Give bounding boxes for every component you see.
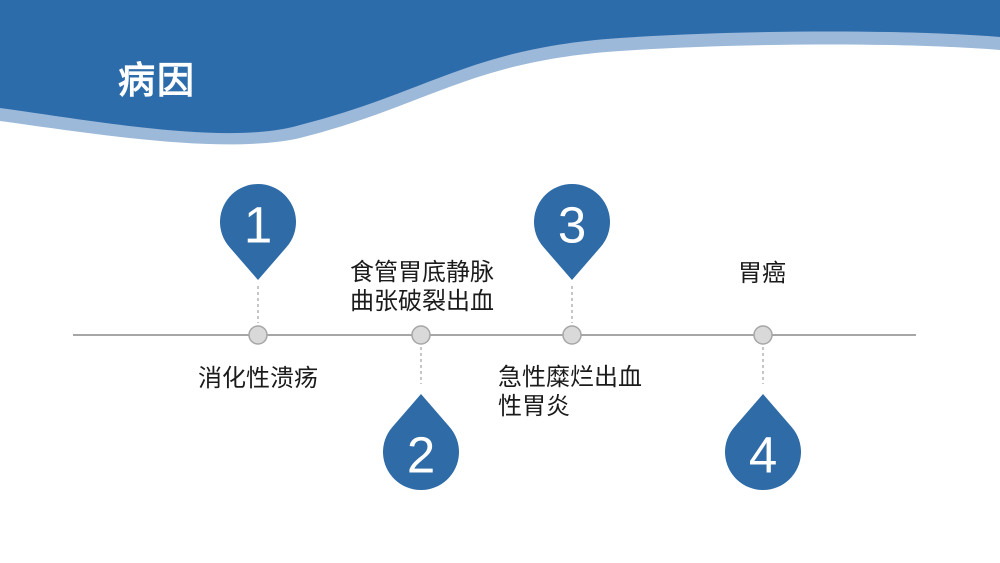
pin-4-number: 4 <box>749 426 777 483</box>
timeline-node-2 <box>411 325 431 345</box>
timeline-label-3: 急性糜烂出血 性胃炎 <box>498 364 642 420</box>
pin-3 <box>534 183 610 280</box>
pin-1-number: 1 <box>244 196 272 253</box>
pin-3-number: 3 <box>558 196 586 253</box>
pin-2-number: 2 <box>407 426 435 483</box>
pin-2 <box>383 394 459 491</box>
timeline-label-1: 消化性溃疡 <box>198 365 318 392</box>
header-wave-main <box>0 0 1000 134</box>
timeline-label-2: 食管胃底静脉 曲张破裂出血 <box>350 259 494 315</box>
page-title: 病因 <box>118 60 196 101</box>
pin-1 <box>220 183 296 280</box>
header-wave <box>0 0 1000 145</box>
pin-4 <box>725 394 801 491</box>
timeline-node-3 <box>562 325 582 345</box>
timeline-node-4 <box>753 325 773 345</box>
timeline-label-4: 胃癌 <box>738 260 786 287</box>
timeline-node-1 <box>248 325 268 345</box>
